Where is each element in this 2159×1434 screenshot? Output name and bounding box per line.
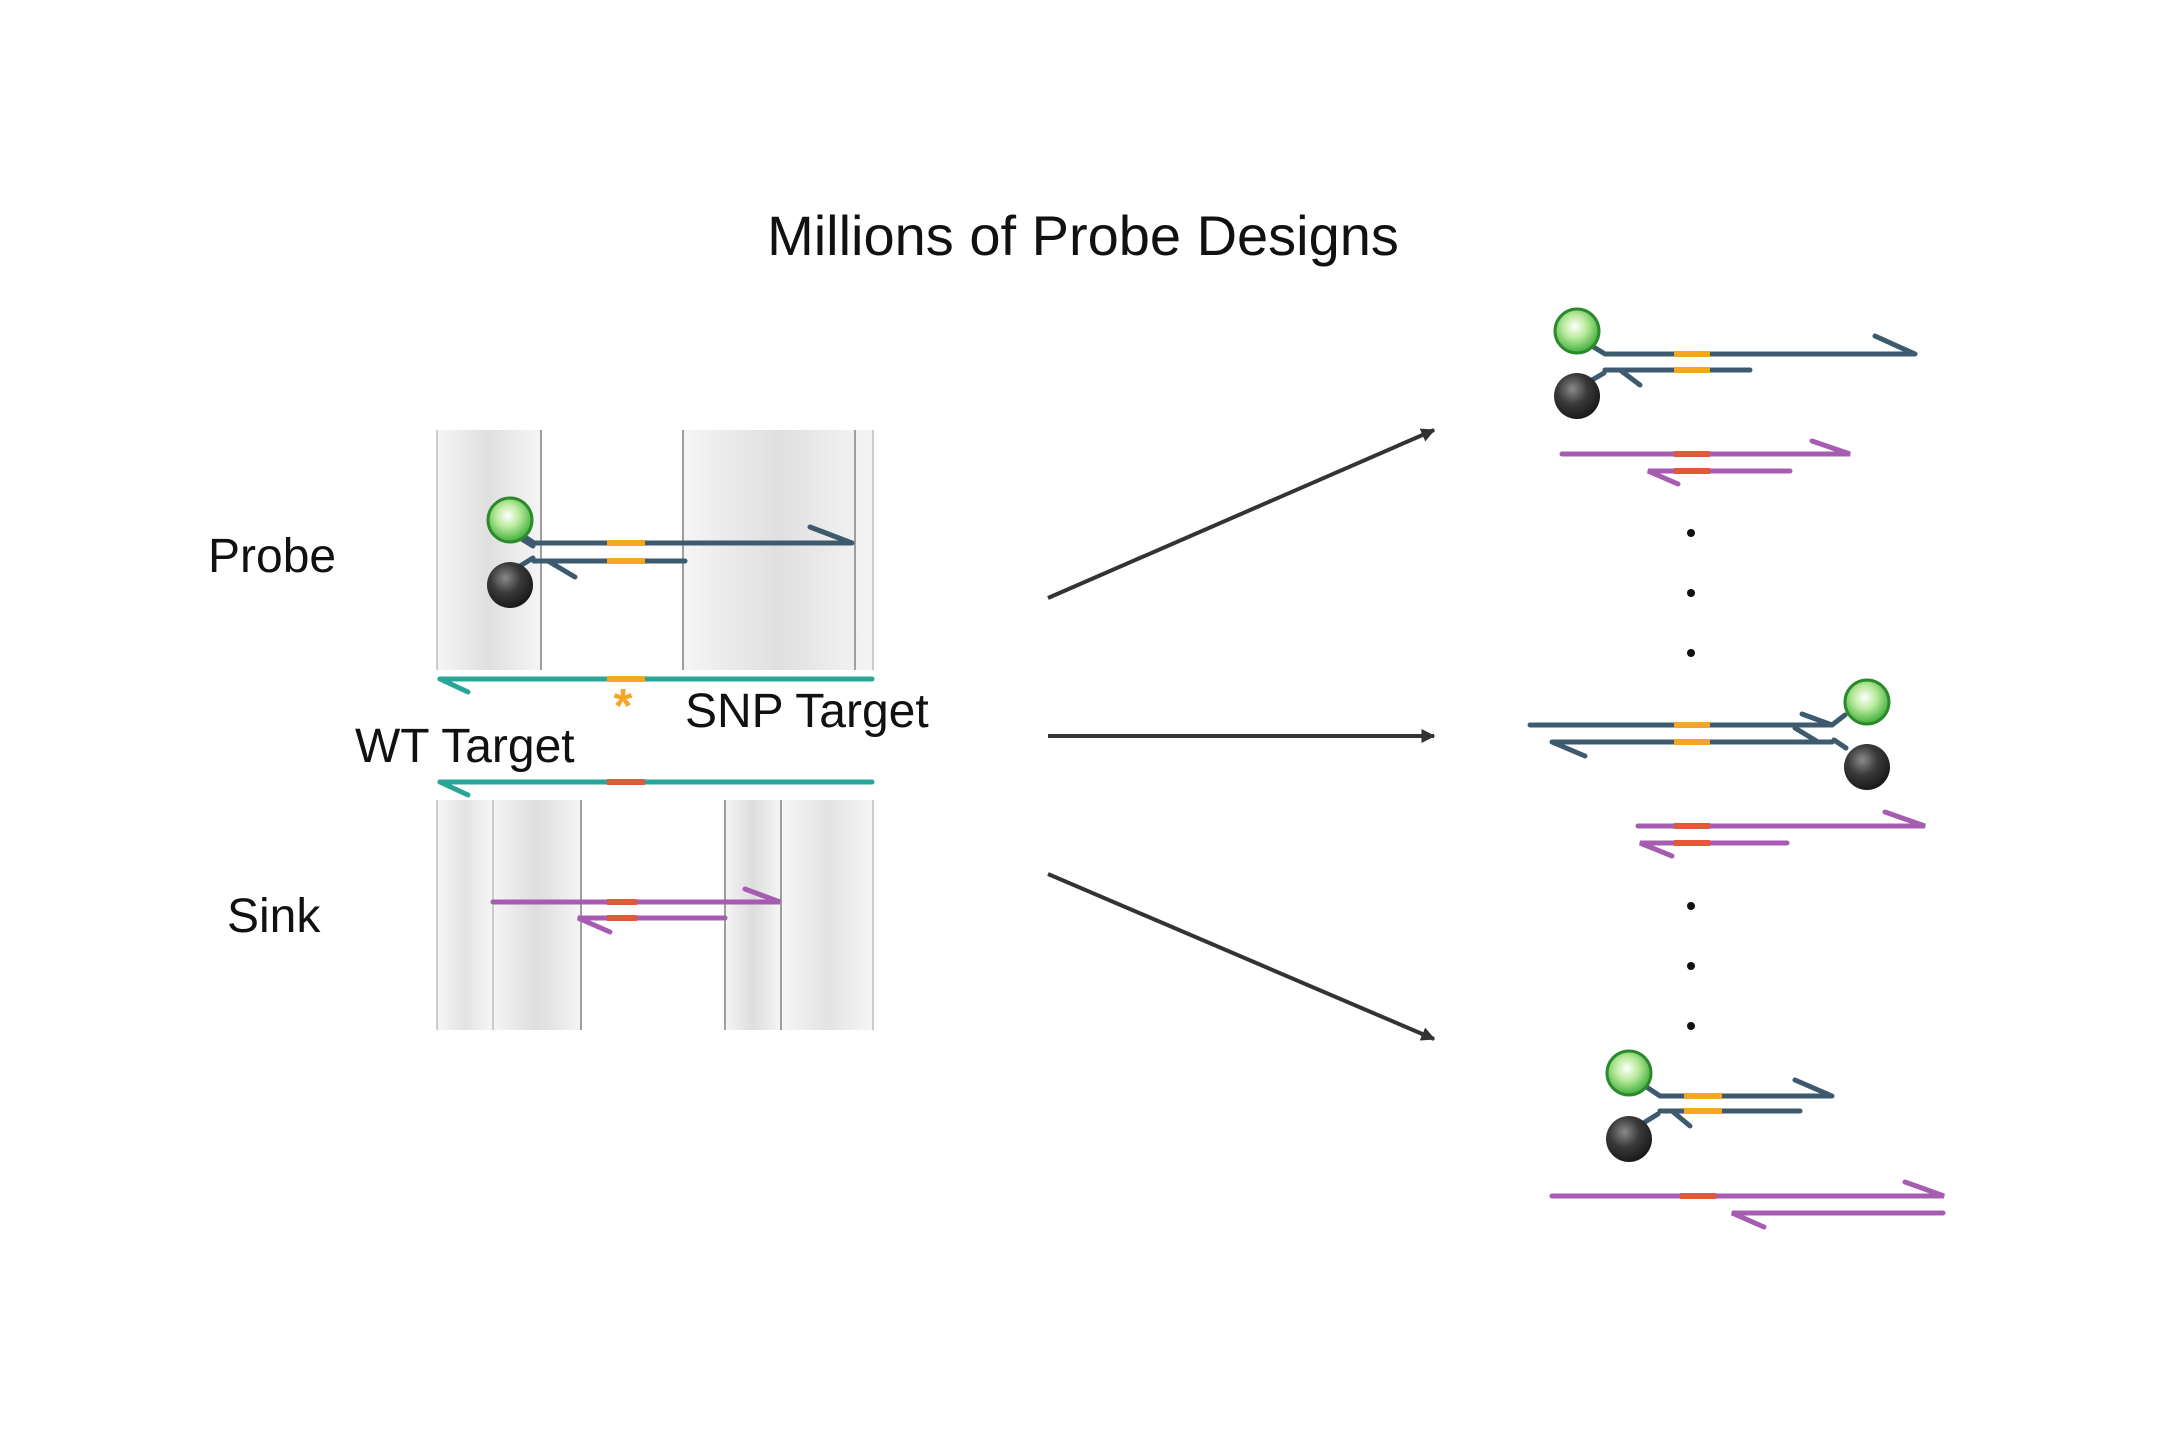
fluorophore-icon bbox=[486, 496, 534, 544]
design-3-probe bbox=[1642, 1077, 1835, 1129]
probe-label: Probe bbox=[208, 530, 336, 583]
design-3-sink bbox=[1549, 1179, 1946, 1230]
snp-asterisk-icon: * bbox=[614, 680, 633, 733]
fluorophore-icon bbox=[1843, 678, 1891, 726]
left-probe-snp-marks bbox=[607, 540, 645, 564]
wt-target-strand bbox=[437, 779, 875, 798]
diagram-title: Millions of Probe Designs bbox=[767, 204, 1399, 267]
design-1-sink bbox=[1559, 438, 1851, 487]
sink-bands bbox=[436, 800, 874, 1030]
snp-target-label: SNP Target bbox=[685, 685, 929, 738]
fluorophore-icon bbox=[1553, 307, 1601, 355]
arrow-icon bbox=[1047, 428, 1436, 600]
ellipsis-dots-upper bbox=[1687, 529, 1695, 657]
ellipsis-dots-lower bbox=[1687, 902, 1695, 1030]
snp-target-strand bbox=[437, 676, 875, 695]
sink-label: Sink bbox=[227, 890, 321, 943]
probe-bands bbox=[436, 430, 874, 670]
design-arrows bbox=[1047, 428, 1436, 1041]
wt-target-label: WT Target bbox=[355, 720, 575, 773]
quencher-icon bbox=[1554, 373, 1600, 419]
quencher-icon bbox=[1844, 744, 1890, 790]
design-2-sink bbox=[1635, 809, 1926, 859]
design-2-probe bbox=[1527, 711, 1849, 759]
quencher-icon bbox=[1606, 1116, 1652, 1162]
quencher-icon bbox=[487, 562, 533, 608]
design-1-probe bbox=[1589, 333, 1918, 388]
left-sink bbox=[490, 886, 781, 935]
arrow-icon bbox=[1047, 872, 1436, 1041]
fluorophore-icon bbox=[1605, 1049, 1653, 1097]
